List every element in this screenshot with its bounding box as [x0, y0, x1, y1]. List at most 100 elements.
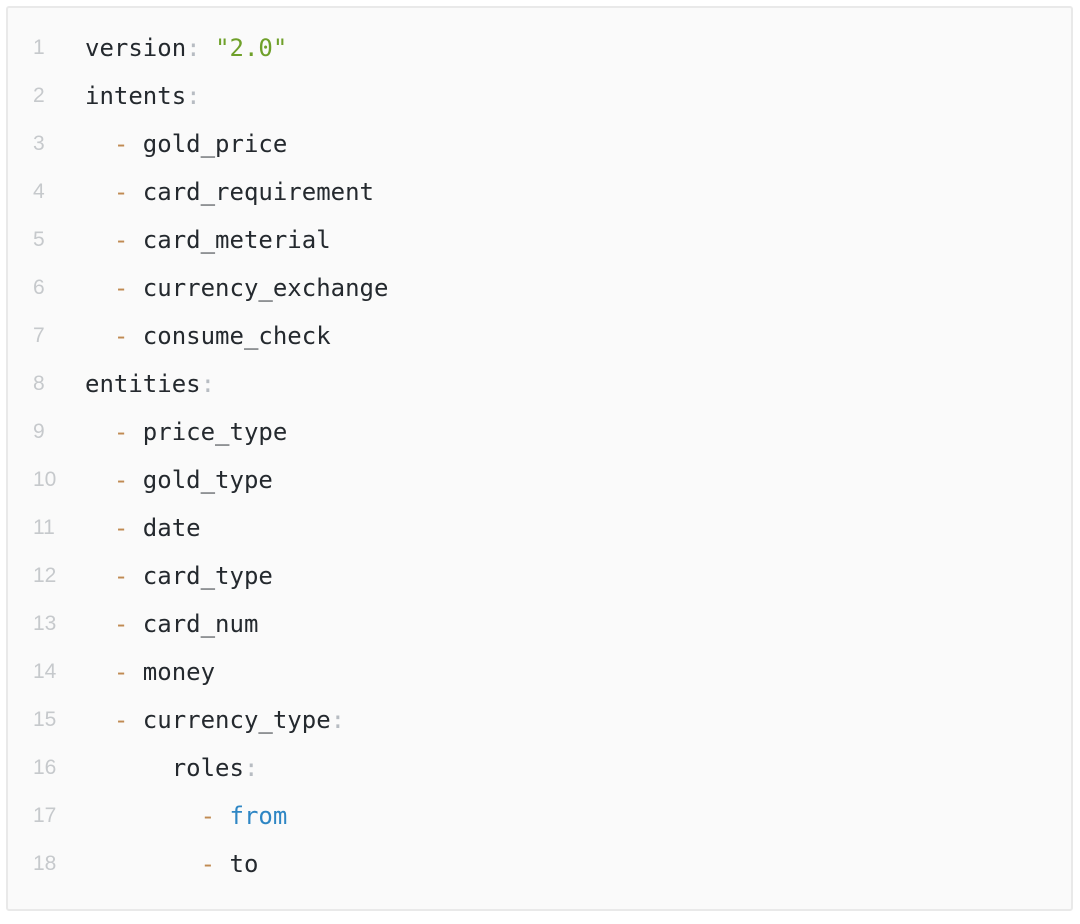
code-token-text	[85, 178, 114, 206]
code-token-keyword: from	[229, 802, 288, 830]
code-line: 10 - gold_type	[8, 456, 1071, 504]
line-number: 15	[33, 708, 57, 731]
code-token-text: roles	[85, 754, 244, 782]
line-number: 13	[33, 612, 57, 635]
code-token-text	[85, 514, 114, 542]
code-token-text	[85, 274, 114, 302]
code-token-dash: -	[113, 274, 129, 302]
code-token-text	[201, 34, 215, 62]
code-token-text: currency_exchange	[128, 274, 389, 302]
code-line: 17 - from	[8, 792, 1071, 840]
code-line: 6 - currency_exchange	[8, 264, 1071, 312]
code-line: 5 - card_meterial	[8, 216, 1071, 264]
code-line-content: - currency_exchange	[85, 264, 1071, 312]
code-line-content: - to	[85, 840, 1071, 888]
code-token-text	[85, 610, 114, 638]
code-token-text	[85, 802, 201, 830]
code-token-text	[85, 226, 114, 254]
code-token-text: money	[128, 658, 216, 686]
line-number: 6	[33, 276, 45, 299]
code-token-text: date	[128, 514, 201, 542]
line-number: 14	[33, 660, 57, 683]
code-line-content: - card_type	[85, 552, 1071, 600]
line-number: 11	[33, 516, 55, 539]
code-token-dash: -	[200, 850, 216, 878]
code-line: 18 - to	[8, 840, 1071, 888]
code-token-punct: :	[243, 754, 259, 782]
code-token-text: card_type	[128, 562, 273, 590]
code-token-text: price_type	[128, 418, 288, 446]
code-line-content: - from	[85, 792, 1071, 840]
code-token-punct: :	[330, 706, 346, 734]
code-line: 1 version: "2.0"	[8, 24, 1071, 72]
code-token-text	[85, 658, 114, 686]
code-token-dash: -	[113, 178, 129, 206]
code-line-content: - gold_price	[85, 120, 1071, 168]
code-token-dash: -	[113, 130, 129, 158]
code-token-text: to	[215, 850, 259, 878]
code-token-text: gold_type	[128, 466, 273, 494]
code-line-content: roles:	[85, 744, 1071, 792]
code-line-content: - gold_type	[85, 456, 1071, 504]
code-line-content: version: "2.0"	[85, 24, 1071, 72]
code-token-dash: -	[113, 466, 129, 494]
code-token-text: intents	[85, 82, 187, 110]
code-token-text: version	[85, 34, 187, 62]
code-token-text	[85, 418, 114, 446]
code-token-dash: -	[113, 226, 129, 254]
line-number: 1	[33, 36, 45, 59]
code-token-dash: -	[200, 802, 216, 830]
code-token-text	[85, 706, 114, 734]
code-token-text	[85, 130, 114, 158]
code-token-text: card_requirement	[128, 178, 374, 206]
line-number: 7	[33, 324, 45, 347]
code-token-text	[85, 850, 201, 878]
code-line-content: - money	[85, 648, 1071, 696]
line-number: 9	[33, 420, 45, 443]
code-token-dash: -	[113, 514, 129, 542]
code-token-dash: -	[113, 322, 129, 350]
code-token-text: consume_check	[128, 322, 331, 350]
code-token-text: currency_type	[128, 706, 331, 734]
code-line: 7 - consume_check	[8, 312, 1071, 360]
code-line-content: - price_type	[85, 408, 1071, 456]
code-line-content: - consume_check	[85, 312, 1071, 360]
code-line: 12 - card_type	[8, 552, 1071, 600]
code-line-content: entities:	[85, 360, 1071, 408]
code-line-content: intents:	[85, 72, 1071, 120]
code-line: 8 entities:	[8, 360, 1071, 408]
code-token-dash: -	[113, 418, 129, 446]
line-number: 2	[33, 84, 45, 107]
code-line: 13 - card_num	[8, 600, 1071, 648]
line-number: 12	[33, 564, 57, 587]
code-line: 2 intents:	[8, 72, 1071, 120]
code-token-dash: -	[113, 610, 129, 638]
code-line-content: - card_num	[85, 600, 1071, 648]
code-line-content: - currency_type:	[85, 696, 1071, 744]
line-number: 18	[33, 852, 57, 875]
line-number: 8	[33, 372, 45, 395]
code-token-dash: -	[113, 706, 129, 734]
code-line: 4 - card_requirement	[8, 168, 1071, 216]
code-token-text: entities	[85, 370, 201, 398]
code-line-content: - card_meterial	[85, 216, 1071, 264]
code-token-text: card_meterial	[128, 226, 331, 254]
code-token-punct: :	[200, 370, 216, 398]
code-line-content: - date	[85, 504, 1071, 552]
code-line: 16 roles:	[8, 744, 1071, 792]
line-number: 17	[33, 804, 57, 827]
code-token-punct: :	[186, 82, 201, 110]
code-token-text	[85, 466, 114, 494]
line-number: 4	[33, 180, 45, 203]
code-token-punct: :	[186, 34, 201, 62]
code-line: 15 - currency_type:	[8, 696, 1071, 744]
code-token-text	[85, 322, 114, 350]
code-line: 9 - price_type	[8, 408, 1071, 456]
code-token-text	[85, 562, 114, 590]
code-line: 3 - gold_price	[8, 120, 1071, 168]
line-number: 16	[33, 756, 57, 779]
code-token-text: gold_price	[128, 130, 288, 158]
line-number: 5	[33, 228, 45, 251]
code-line: 14 - money	[8, 648, 1071, 696]
